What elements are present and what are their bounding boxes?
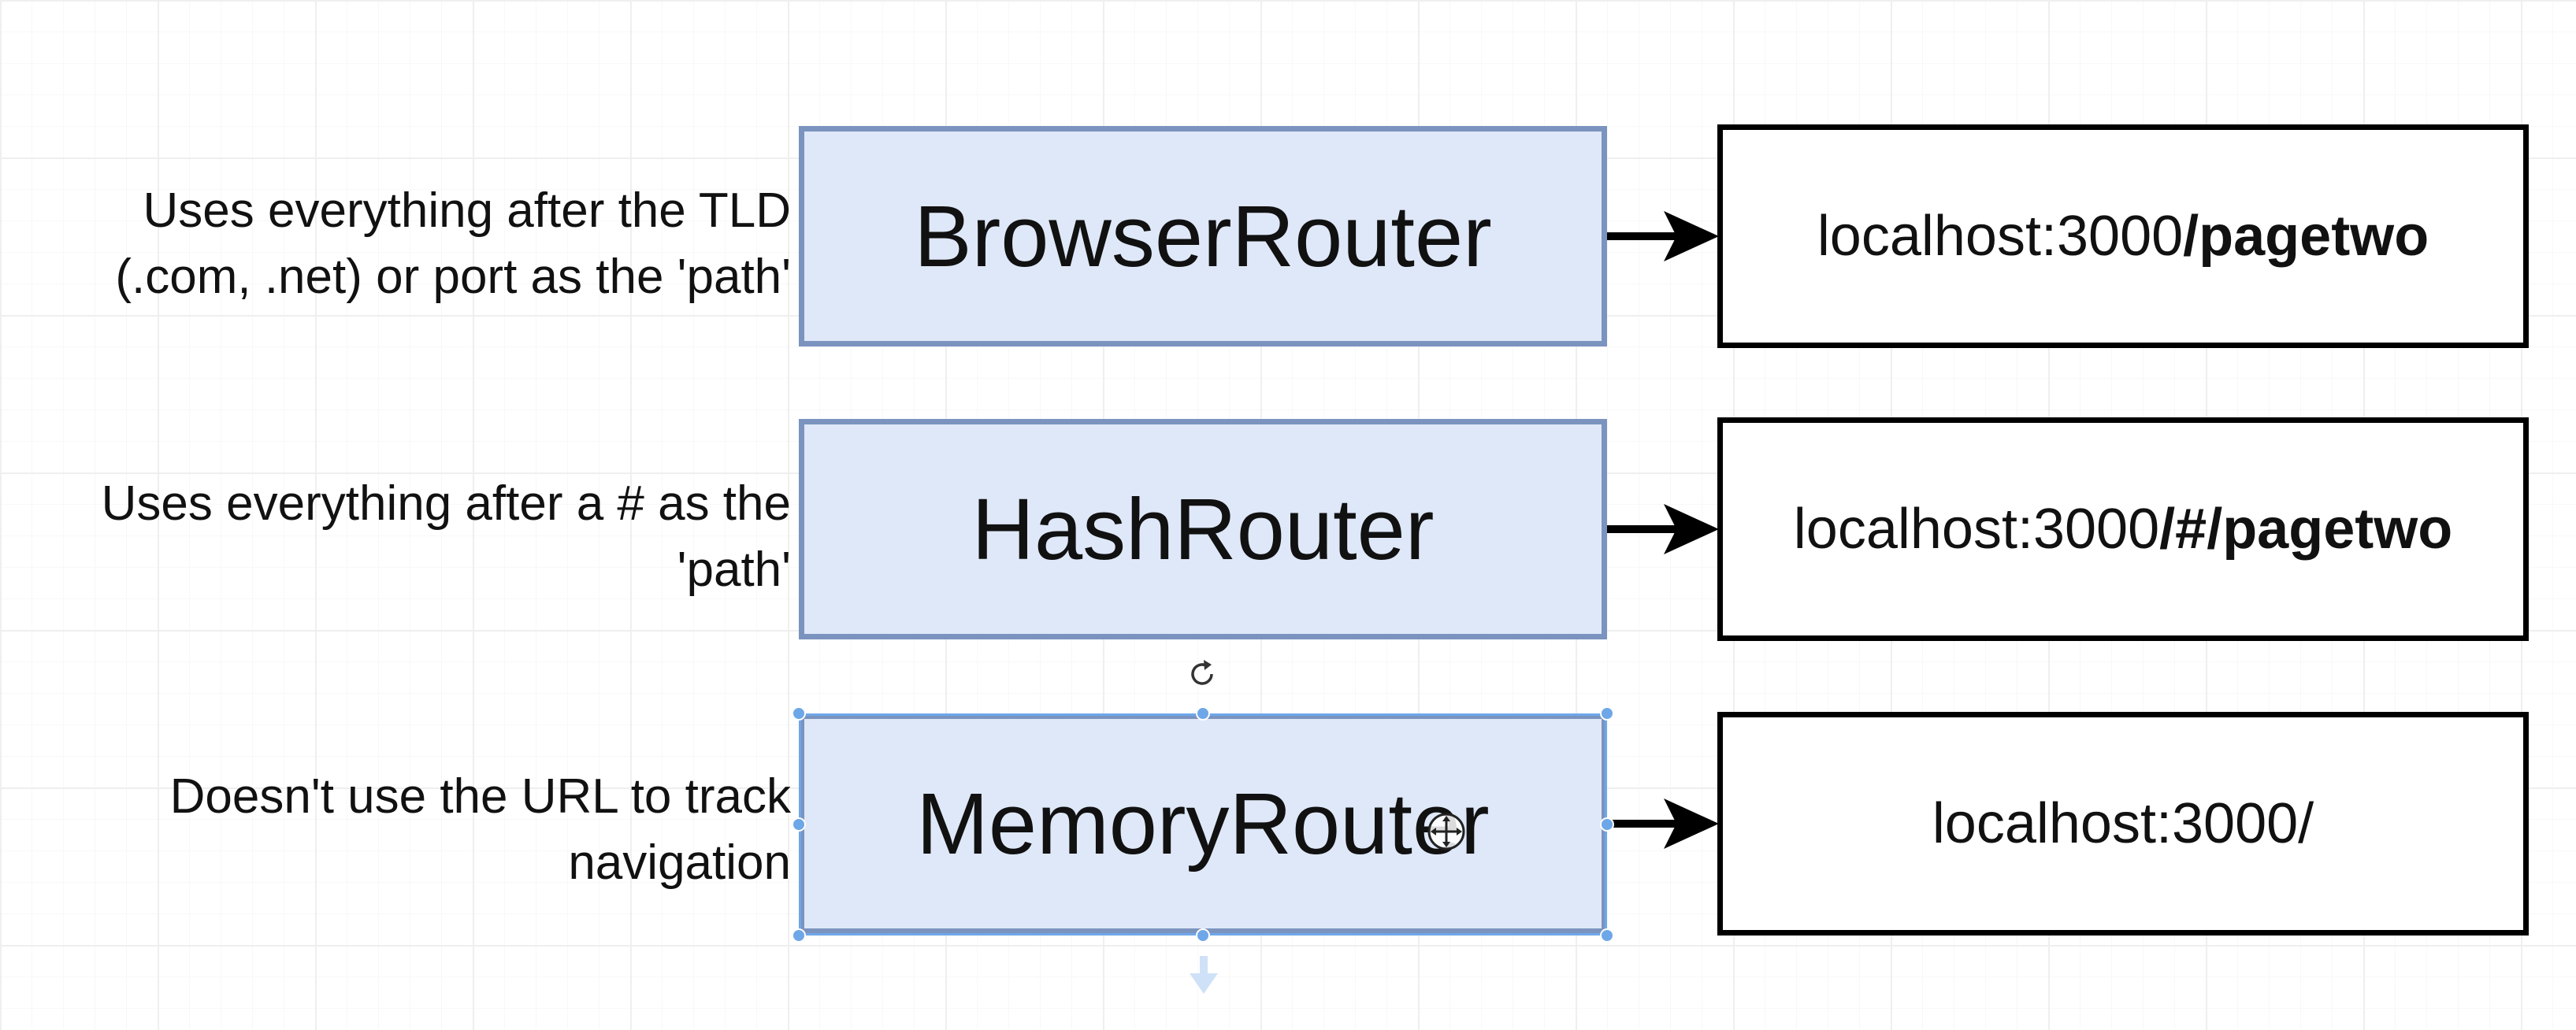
description-line: 'path' (677, 543, 791, 597)
description-line: Uses everything after a # as the (101, 476, 791, 531)
url-path: /#/pagetwo (2159, 498, 2453, 561)
url-box-browser-router[interactable]: localhost:3000/pagetwo (1717, 124, 2529, 348)
router-label: HashRouter (971, 480, 1435, 578)
router-box-memory-router[interactable]: MemoryRouter (799, 713, 1607, 934)
router-label: BrowserRouter (914, 187, 1492, 285)
router-box-hash-router[interactable]: HashRouter (799, 419, 1607, 639)
resize-handle-bottom[interactable] (1196, 928, 1210, 943)
resize-handle-top-left[interactable] (792, 706, 806, 721)
arrow-right-icon (1607, 798, 1719, 849)
resize-handle-top[interactable] (1196, 706, 1210, 721)
router-label: MemoryRouter (916, 775, 1490, 873)
description-browser-router[interactable]: Uses everything after the TLD (.com, .ne… (0, 178, 791, 310)
resize-handle-bottom-right[interactable] (1600, 928, 1614, 943)
description-line: (.com, .net) or port as the 'path' (115, 250, 791, 304)
url-prefix: localhost:3000/ (1932, 792, 2314, 855)
resize-handle-right[interactable] (1600, 817, 1614, 832)
description-hash-router[interactable]: Uses everything after a # as the 'path' (0, 471, 791, 603)
url-path: /pagetwo (2183, 205, 2429, 268)
arrow-right-icon (1607, 211, 1719, 261)
resize-handle-bottom-left[interactable] (792, 928, 806, 943)
description-line: Doesn't use the URL to track (169, 769, 791, 824)
move-cursor-icon (1427, 813, 1465, 850)
router-box-browser-router[interactable]: BrowserRouter (799, 126, 1607, 346)
resize-handle-top-right[interactable] (1600, 706, 1614, 721)
description-memory-router[interactable]: Doesn't use the URL to track navigation (0, 764, 791, 896)
url-prefix: localhost:3000 (1817, 205, 2184, 268)
url-box-hash-router[interactable]: localhost:3000/#/pagetwo (1717, 417, 2529, 641)
rotate-handle-icon[interactable] (1185, 657, 1219, 691)
resize-handle-left[interactable] (792, 817, 806, 832)
connection-arrow-down-icon[interactable] (1188, 956, 1219, 995)
url-prefix: localhost:3000 (1793, 498, 2160, 561)
url-box-memory-router[interactable]: localhost:3000/ (1717, 712, 2529, 936)
arrow-right-icon (1607, 504, 1719, 554)
description-line: Uses everything after the TLD (143, 183, 791, 238)
description-line: navigation (568, 835, 791, 890)
